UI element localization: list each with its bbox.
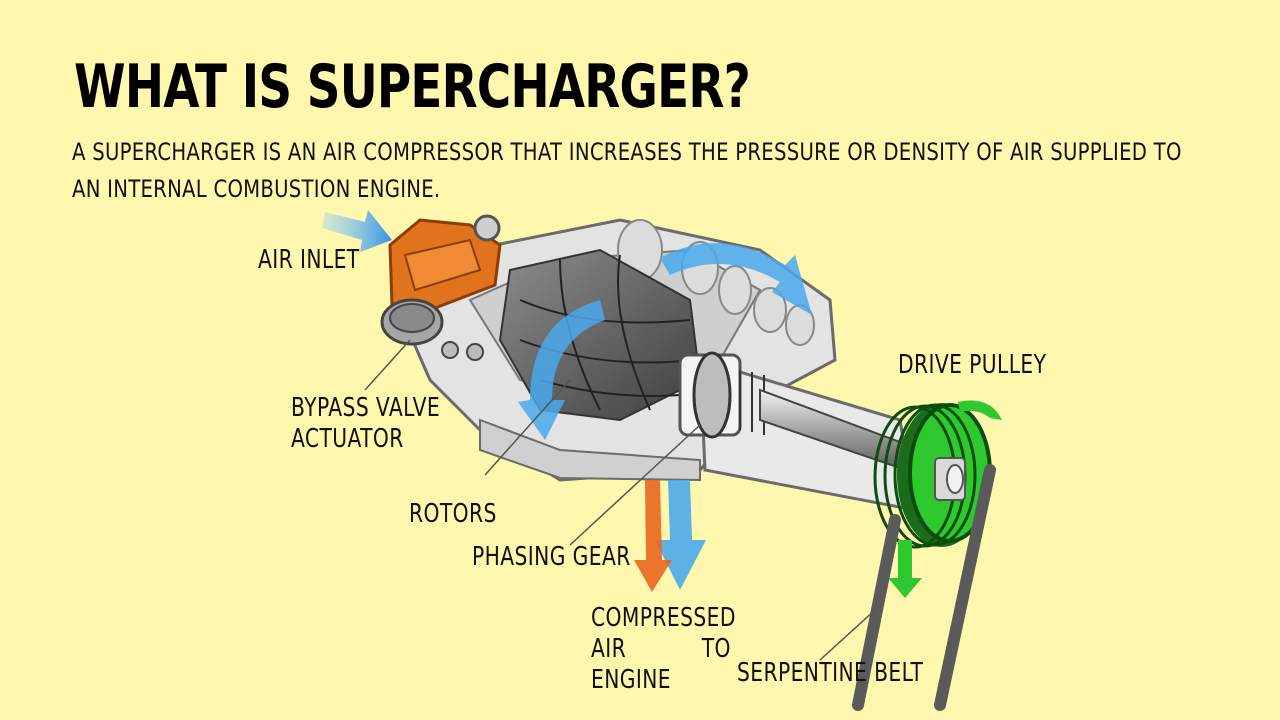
phasing-gear-label: PHASING GEAR <box>472 542 631 572</box>
bypass-valve-actuator-graphic <box>380 298 484 361</box>
compressed-to: TO <box>701 634 731 664</box>
page-description: A SUPERCHARGER IS AN AIR COMPRESSOR THAT… <box>72 138 1182 203</box>
rotors-label: ROTORS <box>409 499 497 529</box>
drive-pulley-label: DRIVE PULLEY <box>898 350 1047 380</box>
serpentine-belt-label: SERPENTINE BELT <box>737 658 924 688</box>
drive-pulley-graphic <box>873 400 1002 598</box>
bypass-valve-line2: ACTUATOR <box>291 424 404 454</box>
page-title: WHAT IS SUPERCHARGER? <box>74 52 751 122</box>
bypass-valve-line1: BYPASS VALVE <box>291 393 441 423</box>
serpentine-belt-graphic <box>852 464 996 711</box>
bypass-valve-actuator-label: BYPASS VALVE ACTUATOR <box>291 393 440 455</box>
compressed-line3: ENGINE <box>591 665 672 695</box>
phasing-gear-graphic <box>678 351 936 482</box>
compressed-line2: AIR <box>591 634 627 664</box>
leader-lines <box>364 339 876 661</box>
compressed-line1: COMPRESSED <box>591 603 736 633</box>
compressed-air-label: COMPRESSED AIR TO ENGINE <box>591 603 736 696</box>
air-inlet-graphic <box>388 214 502 312</box>
air-inlet-label: AIR INLET <box>258 245 360 275</box>
compressed-air-orange-arrow <box>634 480 672 592</box>
